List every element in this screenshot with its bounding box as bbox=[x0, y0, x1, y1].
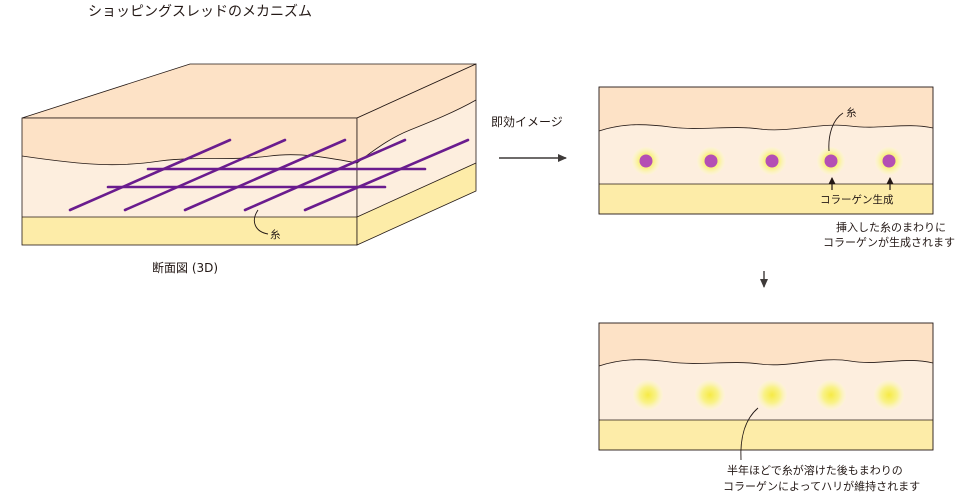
panel-later bbox=[598, 322, 934, 461]
collagen-glow bbox=[695, 380, 725, 410]
thread-dot bbox=[704, 154, 718, 168]
block-side-fat-line bbox=[356, 162, 477, 218]
diagram-title: ショッピングスレッドのメカニズム bbox=[88, 4, 312, 20]
immediate-image-label: 即効イメージ bbox=[491, 114, 563, 129]
collagen-glow bbox=[816, 380, 846, 410]
later-note-line1: 半年ほどで糸が溶けた後もまわりの bbox=[727, 463, 903, 477]
thread-mesh bbox=[68, 138, 470, 212]
panel-later-outline bbox=[598, 322, 934, 451]
thread-label-immediate: 糸 bbox=[846, 107, 857, 119]
collagen-pointer-later bbox=[740, 407, 759, 461]
panel-later-fat bbox=[599, 420, 933, 450]
later-note-line2: コラーゲンによってハリが維持されます bbox=[723, 479, 920, 493]
thread-line bbox=[123, 138, 287, 212]
collagen-glow bbox=[874, 380, 904, 410]
thread-line bbox=[303, 138, 470, 212]
block-side-outline bbox=[356, 63, 477, 246]
collagen-glow bbox=[633, 380, 663, 410]
collagen-thread-dots bbox=[632, 147, 903, 175]
panel-immediate-fat bbox=[599, 184, 933, 214]
thread-dot bbox=[882, 154, 896, 168]
block-front-epidermis bbox=[22, 118, 357, 165]
panel-later-wave bbox=[598, 359, 934, 367]
thread-label-3d: 糸 bbox=[270, 229, 281, 241]
immediate-note-line2: コラーゲンが生成されます bbox=[823, 235, 955, 249]
thread-pointer bbox=[254, 209, 269, 235]
thread-pointer-immediate bbox=[828, 112, 844, 152]
panel-later-epidermis bbox=[599, 323, 933, 366]
block-front-fat bbox=[22, 217, 357, 245]
block-side-wave bbox=[356, 99, 477, 164]
thread-line bbox=[68, 138, 232, 212]
thread-dot bbox=[824, 154, 838, 168]
thread-line bbox=[243, 138, 407, 212]
thread-line bbox=[183, 138, 347, 212]
panel-immediate-epidermis bbox=[599, 87, 933, 131]
cross-section-caption: 断面図 (3D) bbox=[152, 260, 218, 275]
collagen-glows-later bbox=[633, 380, 904, 410]
panel-immediate: 糸 コラーゲン生成 bbox=[598, 86, 934, 215]
block-side-fat bbox=[357, 163, 476, 245]
collagen-glow bbox=[757, 380, 787, 410]
block-side-epidermis bbox=[357, 64, 476, 163]
thread-dot bbox=[639, 154, 653, 168]
panel-immediate-outline bbox=[598, 86, 934, 215]
panel-immediate-wave bbox=[598, 124, 934, 132]
thread-dot bbox=[765, 154, 779, 168]
skin-block-3d: 糸 断面図 (3D) bbox=[21, 63, 477, 275]
immediate-note-line1: 挿入した糸のまわりに bbox=[836, 220, 946, 234]
collagen-label: コラーゲン生成 bbox=[820, 193, 894, 206]
